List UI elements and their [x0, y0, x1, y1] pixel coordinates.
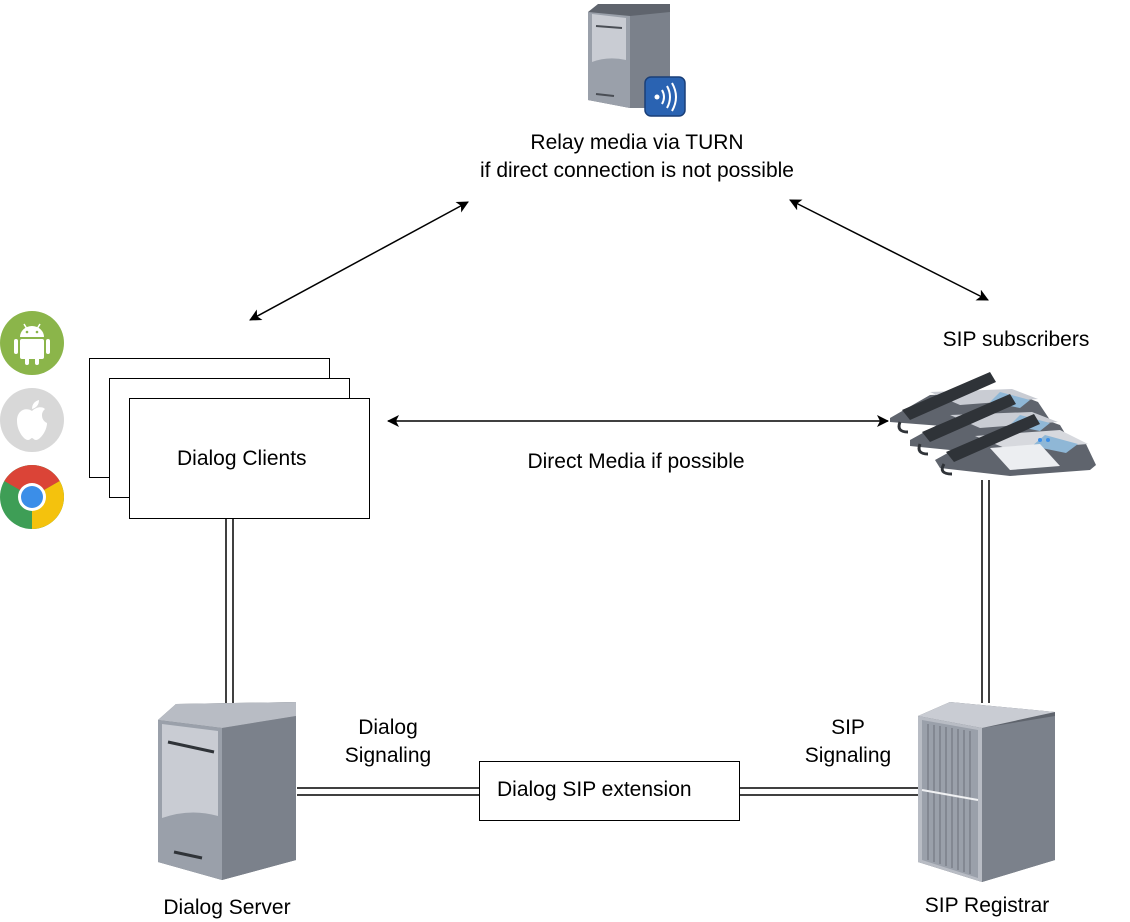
connector-sip-subscribers-to-registrar [981, 480, 990, 703]
direct-media-label: Direct Media if possible [527, 450, 745, 473]
turn-caption-line1: Relay media via TURN [530, 131, 744, 154]
apple-icon [0, 388, 64, 452]
dialog-sip-extension-box: Dialog SIP extension [479, 761, 740, 821]
chrome-icon [0, 465, 64, 529]
turn-caption: Relay media via TURN if direct connectio… [437, 129, 837, 185]
sip-signaling-line2: Signaling [804, 744, 892, 767]
sip-signaling-label: SIP Signaling [788, 714, 908, 770]
connector-clients-to-dialog-server [225, 518, 234, 703]
arrow-clients-to-turn [249, 201, 469, 321]
dialog-signaling-line2: Signaling [344, 744, 432, 767]
sip-signaling-line1: SIP [831, 716, 865, 739]
connector-dialog-server-to-extension [297, 787, 479, 796]
sip-registrar-label: SIP Registrar [924, 894, 1050, 917]
ip-phones-icon [890, 372, 1096, 476]
server-rack-icon [918, 702, 1055, 882]
android-icon [0, 311, 64, 375]
dialog-clients-label: Dialog Clients [177, 447, 307, 470]
dialog-signaling-label: Dialog Signaling [328, 714, 448, 770]
server-icon [158, 702, 296, 880]
dialog-signaling-line1: Dialog [358, 716, 418, 739]
turn-caption-line2: if direct connection is not possible [479, 159, 794, 182]
dialog-clients-box: Dialog Clients [129, 398, 370, 519]
arrow-turn-to-sip-subscribers [789, 199, 989, 301]
connector-extension-to-registrar [738, 787, 918, 796]
dialog-sip-extension-label: Dialog SIP extension [497, 778, 692, 801]
dialog-server-label: Dialog Server [163, 896, 291, 919]
sip-subscribers-label: SIP subscribers [942, 328, 1090, 351]
turn-server-icon [588, 4, 686, 117]
